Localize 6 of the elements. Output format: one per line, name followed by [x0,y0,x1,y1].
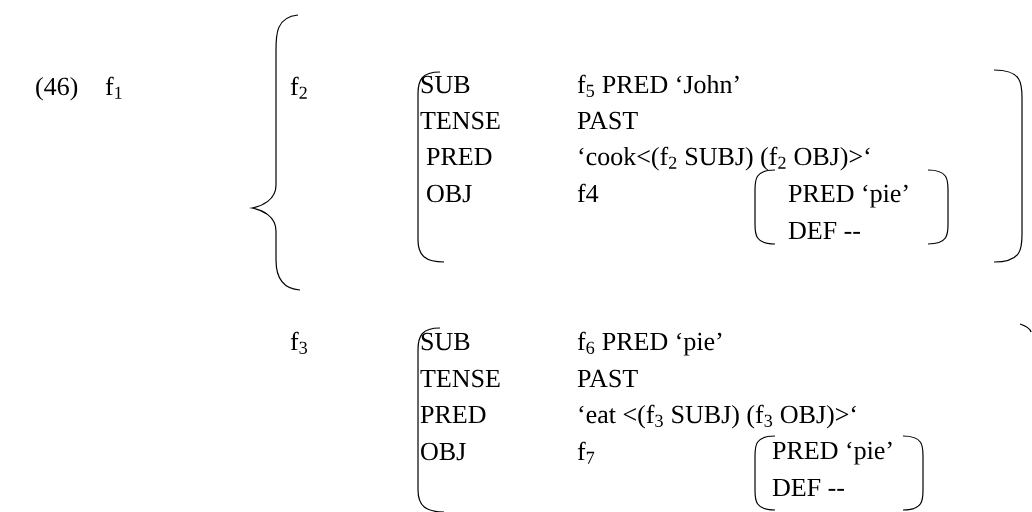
feature-matrix: PRED ‘pie’ DEF -- [754,435,924,511]
label: f$_{3}$ [290,331,308,354]
label: (46) [36,76,78,101]
feature-matrix: PRED ‘pie’ DEF -- [754,169,949,245]
label: f$_{2}$ [290,76,307,99]
label: f$_{1}$ [105,76,122,99]
